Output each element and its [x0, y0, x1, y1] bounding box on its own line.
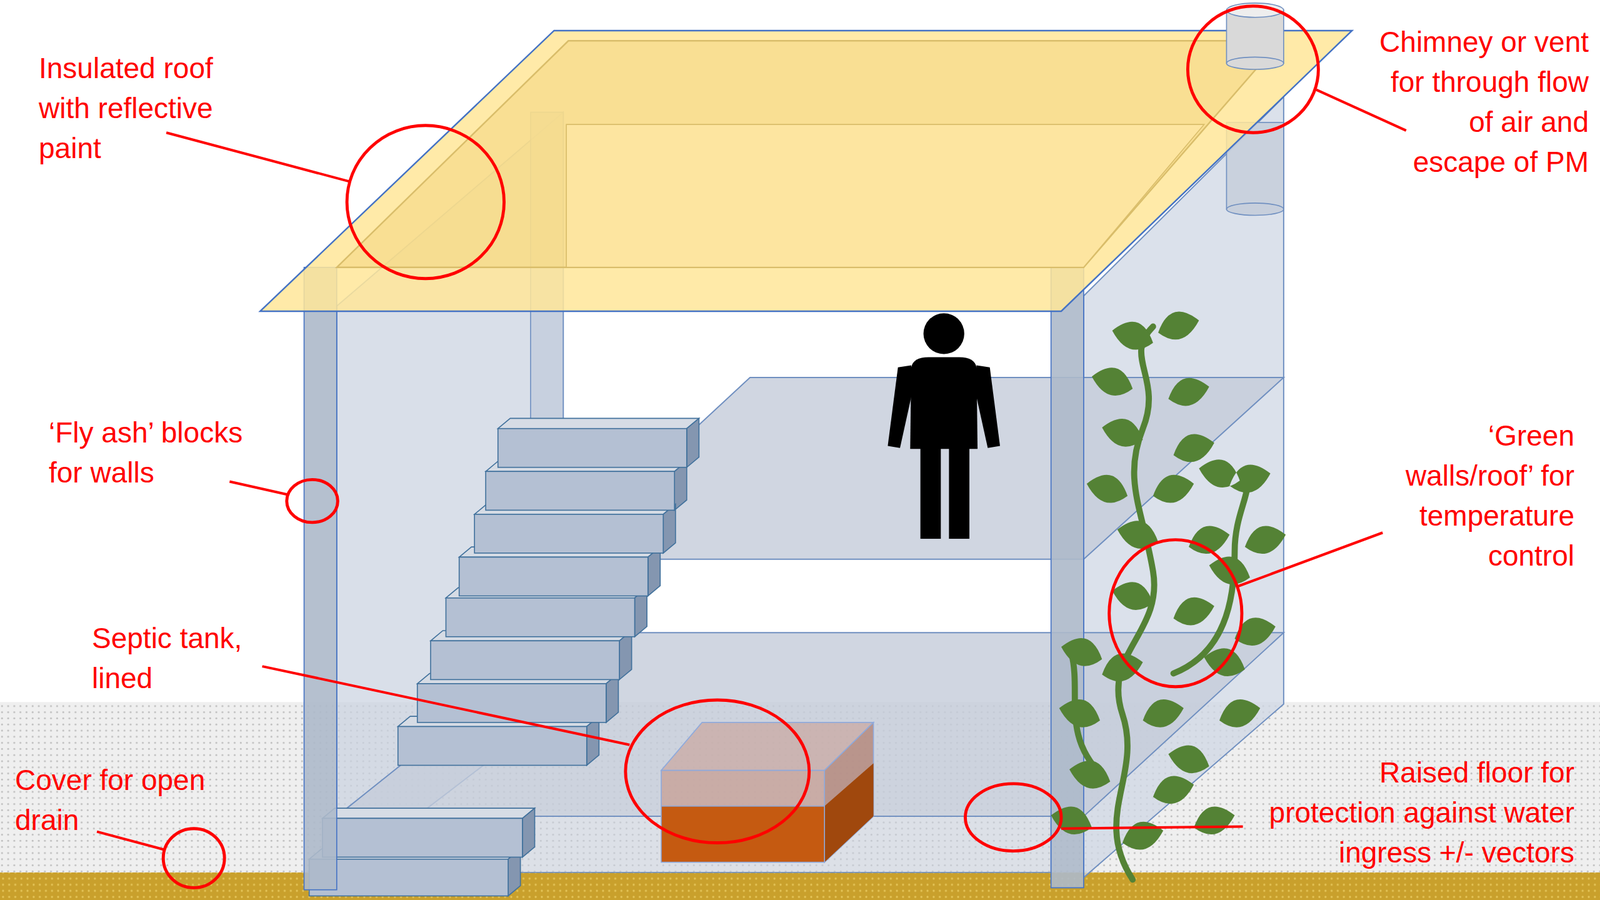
person-head [923, 313, 965, 354]
leader-line [96, 831, 165, 850]
roof-frame [336, 40, 1281, 267]
septic-tank-sludge-side [824, 763, 874, 862]
stair-step [485, 471, 675, 510]
front-pillar [1051, 267, 1084, 889]
callout-label: Chimney or vent for through flow of air … [1373, 21, 1589, 182]
ground-strip [0, 872, 1600, 900]
callout-circle [286, 479, 339, 523]
callout-circle [1109, 540, 1242, 687]
front-pillar [304, 267, 337, 890]
callout-circle [625, 700, 810, 844]
flood-zone [0, 701, 1600, 876]
callout-label: Cover for open drain [15, 760, 228, 840]
person-leg [920, 443, 942, 539]
person-leg [948, 443, 970, 539]
callout-label: ‘Green walls/roof’ for temperature contr… [1386, 415, 1575, 576]
person-arm [887, 365, 914, 448]
stair-step [430, 640, 620, 680]
stair-step [474, 514, 664, 554]
callout-circle [163, 828, 225, 889]
roof-underside [566, 124, 1204, 268]
leader-line [1061, 826, 1244, 829]
chimney-rim [1226, 56, 1284, 70]
leader-line [1236, 532, 1383, 587]
stair-step [417, 683, 607, 723]
leader-line [262, 666, 630, 745]
leader-line [166, 132, 350, 182]
stair-step [498, 428, 687, 468]
callout-label: Septic tank, lined [91, 618, 274, 699]
septic-tank-side [824, 722, 874, 863]
stair-treads [309, 418, 700, 859]
leader-line [229, 481, 289, 495]
callout-circle [1187, 6, 1319, 133]
stair-step [459, 556, 649, 596]
stair-step [398, 726, 587, 765]
callout-label: ‘Fly ash’ blocks for walls [48, 412, 262, 493]
person-torso [910, 356, 978, 449]
callout-label: Insulated roof with reflective paint [38, 48, 239, 169]
stair-step [309, 859, 509, 897]
stair-step [445, 598, 635, 637]
chimney-base [1226, 203, 1284, 216]
chimney-top [1226, 10, 1284, 64]
septic-tank-sludge [661, 806, 825, 863]
person-arm [974, 365, 1000, 448]
callout-circle [346, 125, 504, 279]
callout-label: Raised floor for protection against wate… [1258, 752, 1575, 873]
callout-circle [965, 783, 1061, 852]
stair-step [322, 818, 523, 857]
